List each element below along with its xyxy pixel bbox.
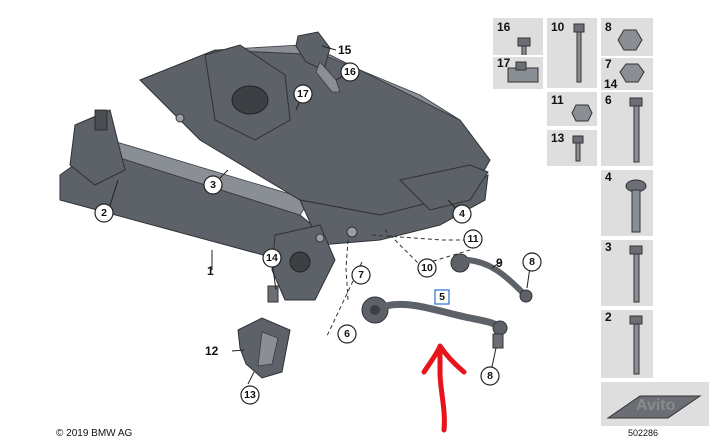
legend-cell-number: 6: [605, 93, 612, 107]
legend-cell-17[interactable]: 17: [491, 55, 545, 91]
callout-15-label: 15: [338, 43, 352, 57]
copyright: © 2019 BMW AG: [56, 428, 133, 439]
legend-cell-3[interactable]: 3: [599, 238, 655, 308]
legend-cell-4[interactable]: 4: [599, 168, 655, 238]
callout-8-top[interactable]: 8: [522, 252, 542, 272]
callout-17[interactable]: 17: [293, 84, 313, 104]
callout-1-label: 1: [207, 264, 214, 278]
highlight-arrow: [421, 343, 467, 433]
selected-part-label: 5: [439, 291, 445, 303]
callout-7[interactable]: 7: [351, 265, 371, 285]
image-code: 502286: [628, 428, 658, 438]
callout-2-label: 2: [101, 207, 107, 219]
bolt-icon: [517, 37, 531, 61]
nut-icon: [571, 104, 593, 122]
legend-cell-10[interactable]: 10: [545, 16, 599, 90]
callout-9[interactable]: 9: [496, 256, 503, 270]
callout-4[interactable]: 4: [452, 204, 472, 224]
callout-11-label: 11: [467, 233, 478, 245]
callout-14[interactable]: 14: [262, 248, 282, 268]
callout-17-label: 17: [297, 88, 309, 100]
selected-part-box[interactable]: 5: [434, 289, 450, 305]
legend-cell-11[interactable]: 11: [545, 90, 599, 128]
callout-10-label: 10: [421, 262, 433, 274]
callout-15[interactable]: 15: [338, 43, 352, 57]
bracket-part-15: [295, 31, 341, 93]
legend-cell-13[interactable]: 13: [545, 128, 599, 168]
callout-3[interactable]: 3: [203, 175, 223, 195]
callout-12-label: 12: [205, 344, 219, 358]
parts-legend: 16 10 8 17: [491, 16, 711, 428]
long-bolt-icon: [629, 97, 643, 163]
callout-10[interactable]: 10: [417, 258, 437, 278]
flange-bolt-icon: [625, 179, 647, 233]
wishbone-part-5: [361, 296, 508, 349]
legend-cell-7-14[interactable]: 7 14: [599, 56, 655, 92]
callout-3-label: 3: [210, 179, 216, 191]
callout-1[interactable]: 1: [207, 264, 214, 278]
legend-cell-symbol[interactable]: [599, 380, 711, 428]
front-axle-subframe: [59, 44, 491, 303]
callout-4-label: 4: [459, 208, 465, 220]
callout-7-label: 7: [358, 269, 364, 281]
legend-cell-number: 17: [497, 56, 511, 70]
callout-6[interactable]: 6: [337, 324, 357, 344]
callout-14-label: 14: [266, 252, 278, 264]
legend-cell-number: 8: [605, 20, 612, 34]
watermark: Avito: [636, 397, 676, 414]
callout-2[interactable]: 2: [94, 203, 114, 223]
legend-cell-number: 11: [551, 93, 564, 107]
legend-cell-number: 2: [605, 310, 612, 324]
legend-cell-6[interactable]: 6: [599, 90, 655, 168]
legend-cell-2[interactable]: 2: [599, 308, 655, 380]
legend-cell-number: 10: [551, 20, 565, 34]
dashed-leader: [345, 239, 349, 301]
callout-6-label: 6: [344, 328, 350, 340]
callout-8-bottom[interactable]: 8: [480, 366, 500, 386]
nut-icon: [617, 29, 643, 51]
dashed-leader: [371, 234, 470, 241]
callout-8-label: 8: [529, 256, 535, 268]
bolt-icon: [573, 23, 585, 83]
bracket-part-12: [237, 317, 291, 379]
legend-cell-number: 4: [605, 170, 612, 184]
legend-cell-8[interactable]: 8: [599, 16, 655, 58]
legend-cell-number: 3: [605, 240, 612, 254]
bolt-icon: [572, 135, 584, 162]
legend-cell-number: 13: [551, 131, 565, 145]
callout-11[interactable]: 11: [463, 229, 483, 249]
callout-13[interactable]: 13: [240, 385, 260, 405]
callout-9-label: 9: [496, 256, 503, 270]
callout-8-label: 8: [487, 370, 493, 382]
callout-16[interactable]: 16: [340, 62, 360, 82]
clip-icon: [507, 61, 539, 83]
callout-16-label: 16: [344, 66, 356, 78]
legend-cell-number: 16: [497, 20, 511, 34]
control-arm-part-9: [450, 253, 533, 303]
legend-cell-number: 14: [604, 77, 618, 91]
long-bolt-icon: [629, 315, 643, 375]
legend-cell-number: 7: [605, 57, 612, 71]
callout-12[interactable]: 12: [205, 344, 219, 358]
nut-icon: [619, 63, 645, 83]
wedge-icon: [606, 395, 702, 419]
callout-13-label: 13: [244, 389, 256, 401]
long-bolt-icon: [629, 245, 643, 303]
